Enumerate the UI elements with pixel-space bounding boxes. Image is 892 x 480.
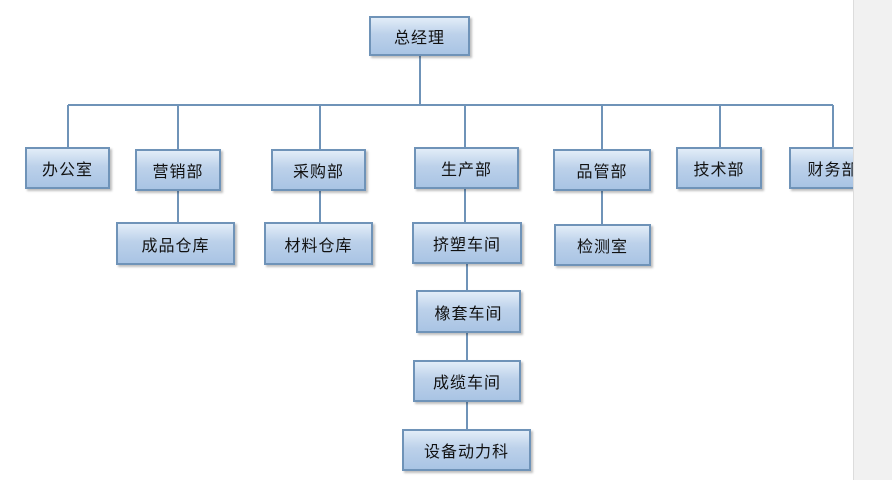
node-rubber-sleeve-workshop-label: 橡套车间 [434,303,503,323]
node-general-manager-label: 总经理 [393,28,445,47]
node-general-manager: 总经理 [369,16,470,56]
node-equipment-power-section-label: 设备动力科 [423,442,509,461]
node-purchasing: 采购部 [271,149,366,191]
node-office-label: 办公室 [41,160,93,179]
node-testing-room-label: 检测室 [576,237,628,256]
node-production-label: 生产部 [440,160,492,179]
page-margin-strip [853,0,892,480]
node-quality: 品管部 [553,149,651,191]
node-sales-label: 营销部 [152,162,204,181]
node-materials-warehouse: 材料仓库 [264,222,373,265]
node-materials-warehouse-label: 材料仓库 [284,235,353,255]
node-equipment-power-section: 设备动力科 [402,429,531,471]
node-cabling-workshop: 成缆车间 [413,360,521,402]
node-extrusion-workshop-label: 挤塑车间 [432,235,501,254]
node-purchasing-label: 采购部 [292,162,344,181]
node-testing-room: 检测室 [554,224,651,266]
node-cabling-workshop-label: 成缆车间 [432,373,501,392]
node-office: 办公室 [25,147,110,189]
node-finance-label: 财务部 [807,160,859,179]
node-technology: 技术部 [676,147,762,189]
node-technology-label: 技术部 [693,160,745,179]
node-quality-label: 品管部 [576,162,628,181]
node-finished-goods-warehouse: 成品仓库 [116,222,235,265]
node-production: 生产部 [414,147,519,189]
node-extrusion-workshop: 挤塑车间 [412,222,522,264]
node-sales: 营销部 [135,149,221,191]
node-finished-goods-warehouse-label: 成品仓库 [141,235,210,255]
node-rubber-sleeve-workshop: 橡套车间 [416,290,521,333]
